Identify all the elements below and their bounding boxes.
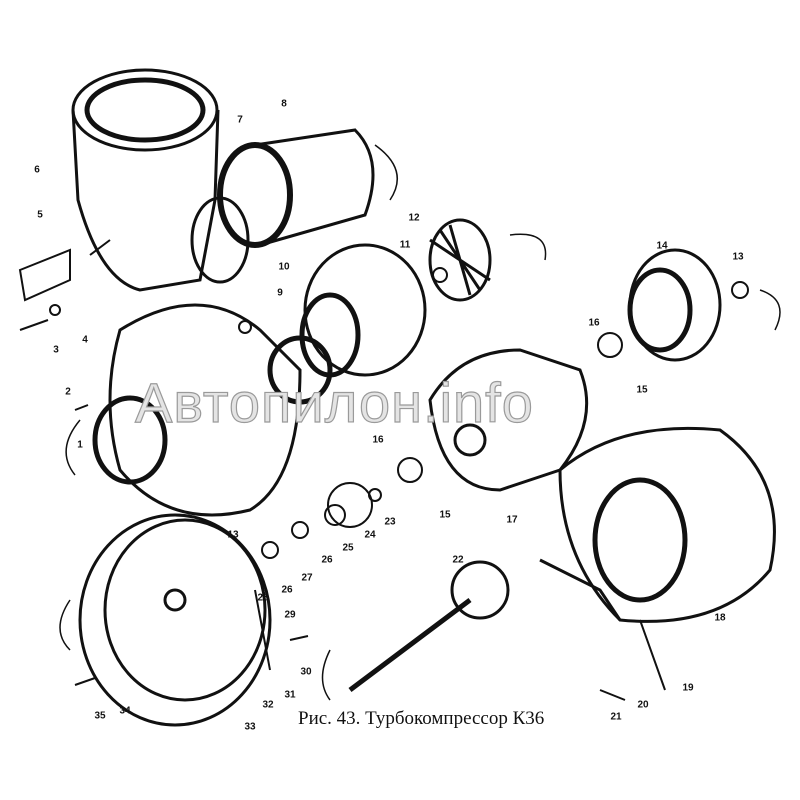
part-label-13: 13 xyxy=(732,251,744,263)
part-label-34: 34 xyxy=(119,705,131,717)
part-label-28: 28 xyxy=(257,592,269,604)
rotation-arrows xyxy=(59,144,781,701)
part-label-27: 27 xyxy=(301,572,313,584)
part-label-15: 15 xyxy=(636,384,648,396)
part-label-8: 8 xyxy=(281,98,287,110)
pulley-33 xyxy=(78,513,272,727)
part-label-6: 6 xyxy=(34,164,40,176)
part-label-2: 2 xyxy=(65,386,71,398)
part-label-9: 9 xyxy=(277,287,283,299)
part-label-14: 14 xyxy=(656,240,668,252)
part-label-32: 32 xyxy=(262,699,274,711)
part-label-18: 18 xyxy=(714,612,726,624)
part-label-13-lower: 13 xyxy=(227,529,239,541)
part-label-3: 3 xyxy=(53,344,59,356)
part-label-25: 25 xyxy=(342,542,354,554)
turbine-housing-18 xyxy=(558,426,776,623)
part-label-33: 33 xyxy=(244,721,256,733)
compressor-housing xyxy=(92,303,333,517)
part-label-35: 35 xyxy=(94,710,106,722)
part-label-23: 23 xyxy=(384,516,396,528)
part-label-26: 26 xyxy=(321,554,333,566)
hose-8 xyxy=(217,128,375,248)
part-label-5: 5 xyxy=(37,209,43,221)
figure-caption: Рис. 43. Турбокомпрессор К36 xyxy=(298,708,545,729)
part-label-21: 21 xyxy=(610,711,622,723)
diffuser-10 xyxy=(299,243,427,378)
part-label-30: 30 xyxy=(300,666,312,678)
part-label-29: 29 xyxy=(284,609,296,621)
part-label-12: 12 xyxy=(408,212,420,224)
ring-14 xyxy=(627,248,722,362)
compressor-wheel-12 xyxy=(428,218,492,302)
part-label-4: 4 xyxy=(82,334,88,346)
part-label-20: 20 xyxy=(637,699,649,711)
part-label-16-lower: 16 xyxy=(372,434,384,446)
part-label-15-lower: 15 xyxy=(439,509,451,521)
part-label-26-lower: 26 xyxy=(281,584,293,596)
part-label-19: 19 xyxy=(682,682,694,694)
part-label-1: 1 xyxy=(77,439,83,451)
part-label-16: 16 xyxy=(588,317,600,329)
small-parts xyxy=(18,239,749,701)
part-label-10: 10 xyxy=(278,261,290,273)
part-label-11: 11 xyxy=(399,239,411,251)
part-label-31: 31 xyxy=(284,689,296,701)
part-label-17: 17 xyxy=(506,514,518,526)
part-label-24: 24 xyxy=(364,529,376,541)
bearing-housing-17 xyxy=(428,348,589,492)
part-label-7: 7 xyxy=(237,114,243,126)
watermark: Автопилон.info xyxy=(134,370,534,434)
part-label-22: 22 xyxy=(452,554,464,566)
turbine-shaft-22 xyxy=(348,558,622,692)
